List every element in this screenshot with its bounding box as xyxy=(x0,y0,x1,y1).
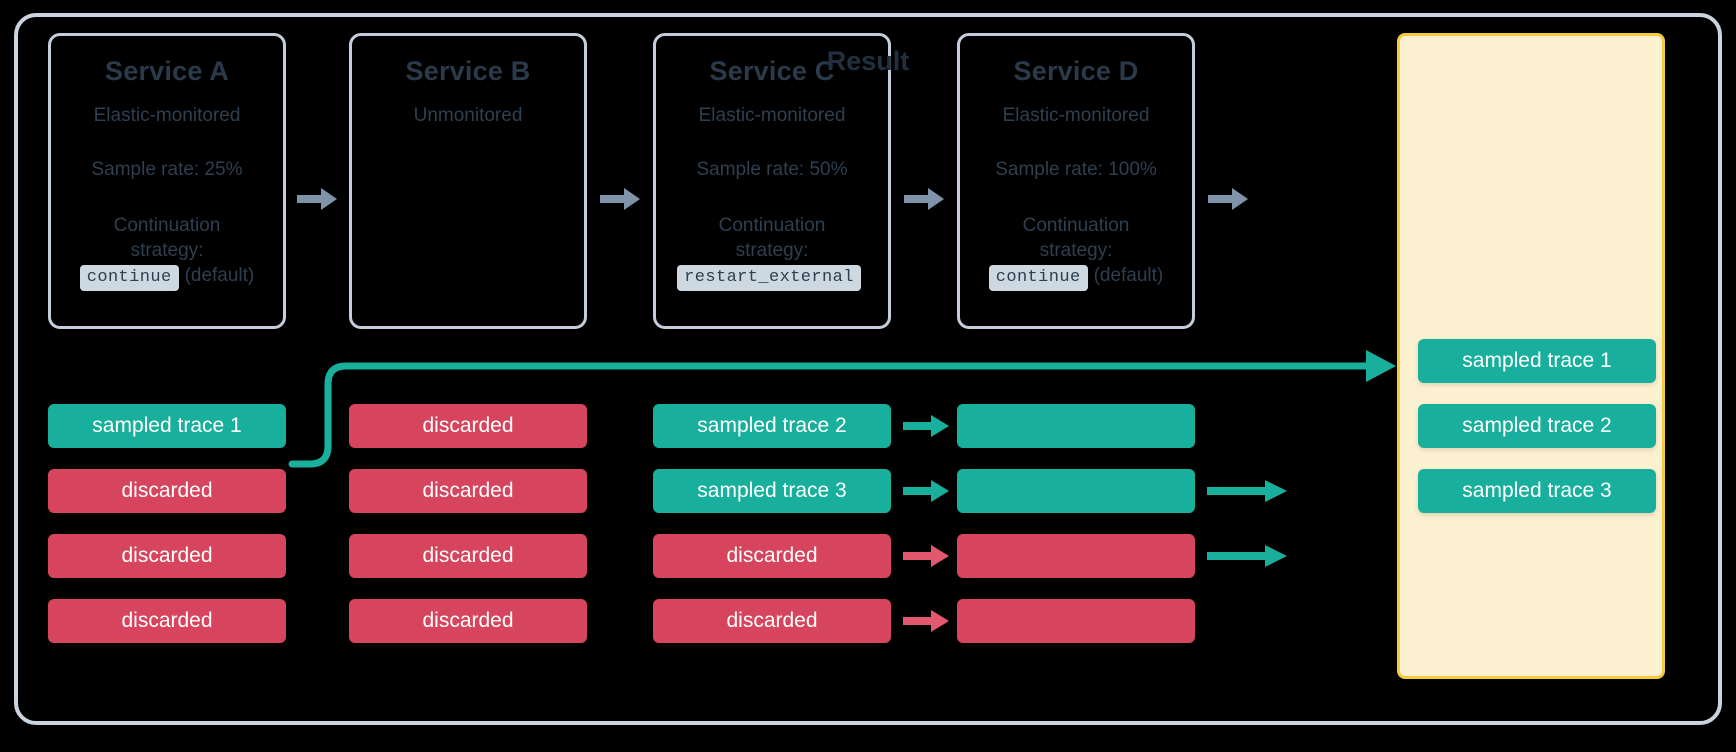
service-a-strategy-note: (default) xyxy=(184,265,255,287)
trace-d-1[interactable] xyxy=(957,404,1195,448)
arrow-c2-to-d2 xyxy=(903,480,949,502)
service-c-strategy-badge: restart_external xyxy=(677,265,861,292)
trace-b-4[interactable]: discarded xyxy=(349,599,587,643)
service-d-sample-rate: Sample rate: 100% xyxy=(995,159,1157,181)
result-trace-1[interactable]: sampled trace 1 xyxy=(1418,339,1656,383)
trace-d-4[interactable] xyxy=(957,599,1195,643)
trace-a-2[interactable]: discarded xyxy=(48,469,286,513)
trace-b-2[interactable]: discarded xyxy=(349,469,587,513)
flow-arrow-b-to-c xyxy=(600,188,640,210)
service-panel-d: Service D Elastic-monitored Sample rate:… xyxy=(957,33,1195,329)
result-title: Result xyxy=(826,46,910,76)
service-d-strategy-note: (default) xyxy=(1093,265,1164,287)
service-a-strategy-l1: Continuation xyxy=(113,215,221,237)
arrow-c1-to-d1 xyxy=(903,415,949,437)
result-trace-2[interactable]: sampled trace 2 xyxy=(1418,404,1656,448)
service-d-strategy-label: Continuation strategy: xyxy=(960,213,1192,263)
service-a-title: Service A xyxy=(105,56,229,86)
flow-arrow-d-to-result xyxy=(1208,188,1248,210)
service-b-title: Service B xyxy=(405,56,531,86)
service-a-monitoring: Elastic-monitored xyxy=(93,105,241,127)
service-panel-b: Service B Unmonitored xyxy=(349,33,587,329)
service-c-sample-rate: Sample rate: 50% xyxy=(696,159,848,181)
service-d-strategy-l1: Continuation xyxy=(1022,215,1130,237)
service-c-strategy-label: Continuation strategy: xyxy=(656,213,888,263)
trace-c-3[interactable]: discarded xyxy=(653,534,891,578)
service-a-strategy-badge: continue xyxy=(79,265,179,292)
trace-a-3[interactable]: discarded xyxy=(48,534,286,578)
service-a-strategy-label: Continuation strategy: xyxy=(51,213,283,263)
trace-d-2[interactable] xyxy=(957,469,1195,513)
sampled-trace-1-connector xyxy=(288,350,1396,468)
service-c-strategy-value-line: restart_external xyxy=(656,265,888,292)
flow-arrow-c-to-d xyxy=(904,188,944,210)
trace-b-1[interactable]: discarded xyxy=(349,404,587,448)
service-a-strategy-l2: strategy: xyxy=(130,240,204,262)
arrow-d2-to-result3 xyxy=(1207,545,1287,567)
service-a-sample-rate: Sample rate: 25% xyxy=(91,159,243,181)
trace-c-2[interactable]: sampled trace 3 xyxy=(653,469,891,513)
trace-a-4[interactable]: discarded xyxy=(48,599,286,643)
service-c-title: Service C xyxy=(709,56,835,86)
service-a-strategy-value-line: continue(default) xyxy=(51,265,283,292)
service-d-title: Service D xyxy=(1013,56,1139,86)
service-d-monitoring: Elastic-monitored xyxy=(1002,105,1150,127)
arrow-d1-to-result2 xyxy=(1207,480,1287,502)
service-b-monitoring: Unmonitored xyxy=(413,105,523,127)
service-panel-c: Service C Elastic-monitored Sample rate:… xyxy=(653,33,891,329)
trace-c-4[interactable]: discarded xyxy=(653,599,891,643)
result-trace-3[interactable]: sampled trace 3 xyxy=(1418,469,1656,513)
arrow-c3-to-d3 xyxy=(903,545,949,567)
flow-arrow-a-to-b xyxy=(297,188,337,210)
trace-a-1[interactable]: sampled trace 1 xyxy=(48,404,286,448)
trace-c-1[interactable]: sampled trace 2 xyxy=(653,404,891,448)
service-d-strategy-l2: strategy: xyxy=(1039,240,1113,262)
service-c-strategy-l2: strategy: xyxy=(735,240,809,262)
service-c-strategy-l1: Continuation xyxy=(718,215,826,237)
trace-b-3[interactable]: discarded xyxy=(349,534,587,578)
service-d-strategy-value-line: continue(default) xyxy=(960,265,1192,292)
trace-d-3[interactable] xyxy=(957,534,1195,578)
service-d-strategy-badge: continue xyxy=(988,265,1088,292)
arrow-c4-to-d4 xyxy=(903,610,949,632)
service-panel-a: Service A Elastic-monitored Sample rate:… xyxy=(48,33,286,329)
service-c-monitoring: Elastic-monitored xyxy=(698,105,846,127)
